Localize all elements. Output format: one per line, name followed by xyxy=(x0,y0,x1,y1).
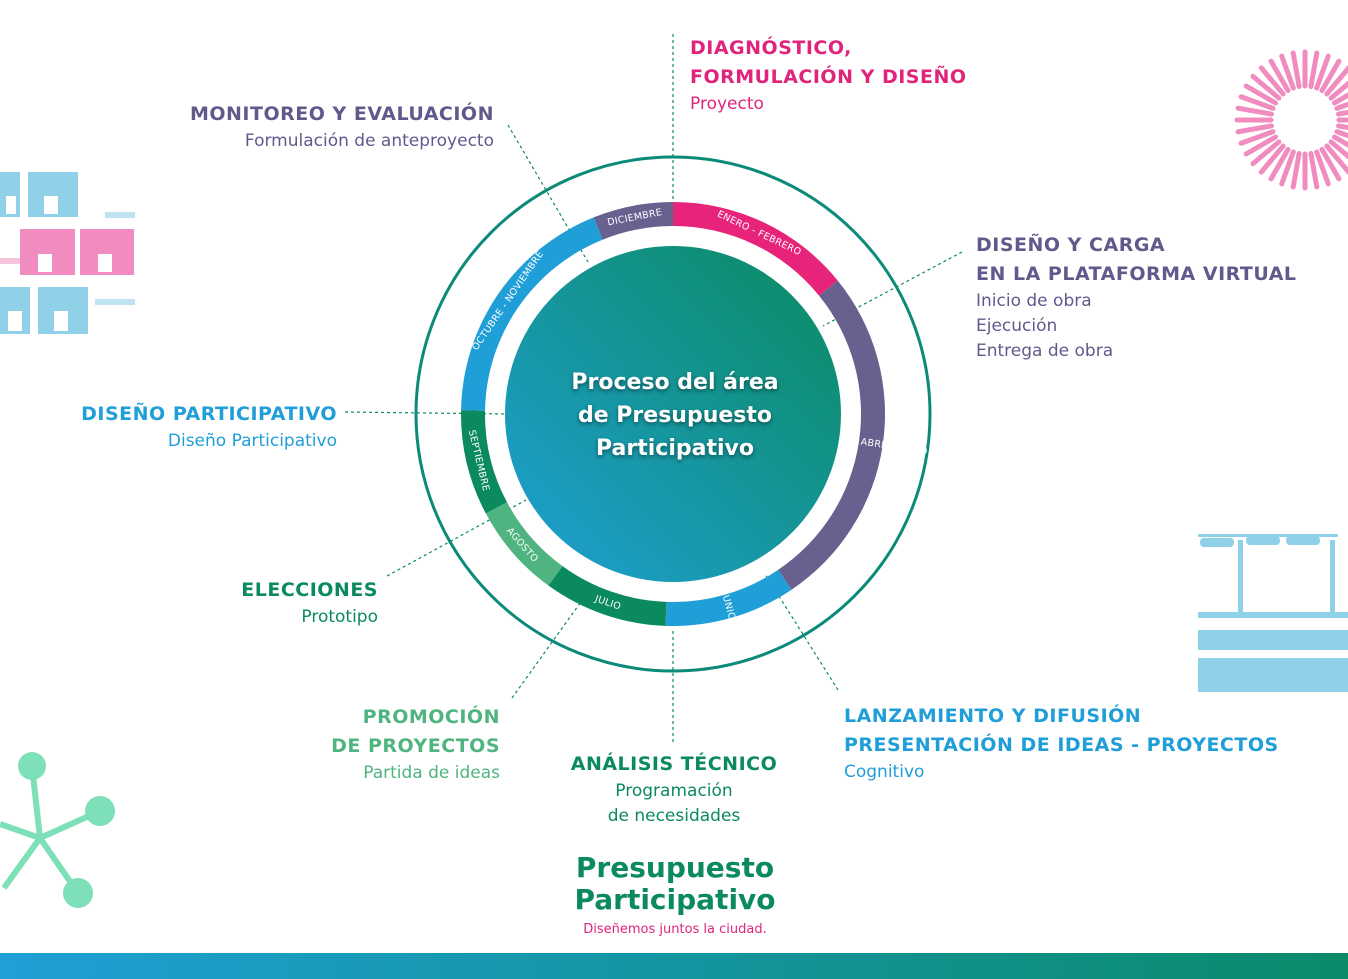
houses-icon xyxy=(0,172,135,334)
sunburst-ray xyxy=(1331,134,1348,148)
sunburst-ray xyxy=(1314,149,1331,187)
sunburst-ray xyxy=(1335,109,1348,117)
sunburst-ray xyxy=(1250,139,1282,167)
center-circle xyxy=(505,246,841,582)
sunburst-ray xyxy=(1308,50,1320,90)
segment-diciembre xyxy=(593,202,673,240)
leader-line xyxy=(511,591,589,699)
sunburst-ray xyxy=(1319,58,1342,94)
stage-analisis: ANÁLISIS TÉCNICO Programación de necesid… xyxy=(570,753,778,826)
sunburst-ray xyxy=(1268,146,1291,182)
sunburst-icon xyxy=(1234,49,1348,191)
sunburst-ray xyxy=(1235,123,1275,135)
sunburst-ray xyxy=(1319,146,1342,182)
sunburst-ray xyxy=(1279,53,1296,91)
segment-septiembre xyxy=(461,410,508,514)
sunburst-ray xyxy=(1324,143,1348,175)
logo: Presupuesto Participativo Diseñemos junt… xyxy=(574,851,776,938)
molecule-icon xyxy=(0,752,115,908)
sunburst-ray xyxy=(1279,149,1296,187)
sunburst-ray xyxy=(1290,50,1302,90)
sunburst-ray xyxy=(1331,92,1348,106)
stage-elecciones: ELECCIONES Prototipo xyxy=(241,579,378,627)
segment-agosto xyxy=(485,502,563,586)
segment-marzo-abril-mayo xyxy=(778,280,885,590)
sunburst-ray xyxy=(1314,53,1331,91)
sunburst-ray xyxy=(1243,83,1279,106)
segment-julio xyxy=(548,566,667,626)
segment-enero-febrero xyxy=(673,202,838,296)
stage-diseno-carga: DISEÑO Y CARGA EN LA PLATAFORMA VIRTUAL … xyxy=(976,234,1297,361)
sunburst-ray xyxy=(1334,129,1348,139)
sunburst-ray xyxy=(1324,65,1348,97)
sunburst-ray xyxy=(1268,58,1291,94)
stage-monitoreo: MONITOREO Y EVALUACIÓN Formulación de an… xyxy=(189,103,494,151)
sunburst-ray xyxy=(1243,134,1279,157)
stage-lanzamiento: LANZAMIENTO Y DIFUSIÓN PRESENTACIÓN DE I… xyxy=(844,705,1279,782)
stage-diseno-participativo: DISEÑO PARTICIPATIVO Diseño Participativ… xyxy=(81,403,337,451)
sunburst-ray xyxy=(1235,105,1275,117)
bottom-bar xyxy=(0,953,1348,979)
stage-promocion: PROMOCIÓN DE PROYECTOS Partida de ideas xyxy=(331,706,500,783)
segment-junio xyxy=(665,569,792,626)
segment-octubre-noviembre xyxy=(461,217,603,411)
stage-diagnostico: DIAGNÓSTICO, FORMULACIÓN Y DISEÑO Proyec… xyxy=(690,37,967,114)
sunburst-ray xyxy=(1328,80,1348,101)
sunburst-ray xyxy=(1328,139,1348,160)
center-title: Proceso del área de Presupuesto Particip… xyxy=(571,370,779,461)
sunburst-ray xyxy=(1258,143,1286,175)
sunburst-ray xyxy=(1238,94,1276,111)
sunburst-ray xyxy=(1250,73,1282,101)
streetlights-icon xyxy=(1198,534,1348,692)
sunburst-ray xyxy=(1335,123,1348,131)
sunburst-ray xyxy=(1258,65,1286,97)
sunburst-ray xyxy=(1308,150,1320,190)
sunburst-ray xyxy=(1238,129,1276,146)
leader-line xyxy=(822,251,963,327)
sunburst-ray xyxy=(1290,150,1302,190)
sunburst-ray xyxy=(1334,101,1348,111)
